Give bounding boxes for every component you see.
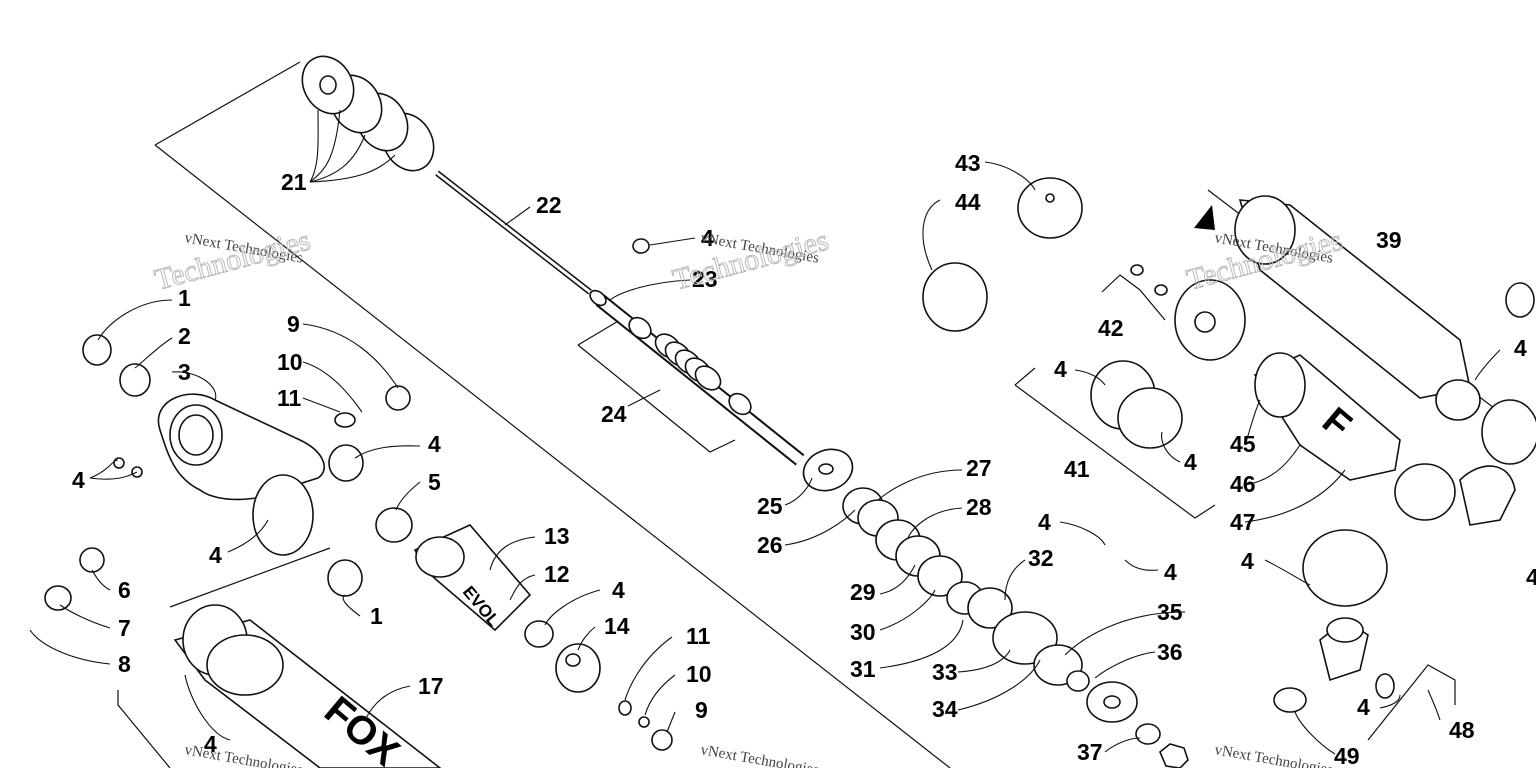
callout-4-l: 4 (1514, 335, 1527, 361)
callout-39: 39 (1376, 227, 1402, 253)
right-reservoir-45-47: F (1253, 352, 1401, 481)
arrow-marker (1194, 205, 1215, 230)
callout-1-bottom: 1 (370, 603, 383, 629)
callout-32: 32 (1028, 545, 1054, 571)
callout-4-h: 4 (1164, 559, 1177, 585)
callout-37: 37 (1077, 739, 1103, 765)
callout-25: 25 (757, 493, 783, 519)
callout-9-left: 9 (287, 311, 300, 337)
callout-26: 26 (757, 532, 783, 558)
callout-36: 36 (1157, 639, 1183, 665)
callout-12: 12 (544, 561, 570, 587)
leader-lines (29, 109, 1501, 755)
washer-stack-21 (301, 55, 435, 172)
callout-8: 8 (118, 651, 131, 677)
callout-31: 31 (850, 656, 876, 682)
callout-4-m: 4 (1357, 694, 1370, 720)
callout-43: 43 (955, 150, 981, 176)
callout-4-d: 4 (612, 577, 625, 603)
callout-24: 24 (601, 401, 627, 427)
callout-5: 5 (428, 469, 441, 495)
callout-10-right: 10 (686, 661, 712, 687)
callout-14: 14 (604, 613, 630, 639)
watermark-5: vNext Technologies (699, 742, 820, 768)
watermark-4: vNext Technologies (183, 742, 304, 768)
callout-4-n: 4 (1526, 564, 1536, 590)
svg-text:vNext Technologies: vNext Technologies (699, 742, 820, 768)
callout-33: 33 (932, 659, 958, 685)
callout-23: 23 (692, 266, 718, 292)
callout-4-g: 4 (1038, 509, 1051, 535)
callout-42: 42 (1098, 315, 1124, 341)
callout-48: 48 (1449, 717, 1475, 743)
callout-22: 22 (536, 192, 562, 218)
callout-10-left: 10 (277, 349, 303, 375)
callout-6: 6 (118, 577, 131, 603)
callout-1-top: 1 (178, 285, 191, 311)
callout-30: 30 (850, 619, 876, 645)
eyelet-body-3 (82, 334, 325, 501)
callout-11-right: 11 (686, 623, 711, 649)
watermark-1: vNext Technologies Technologies (151, 223, 315, 297)
callout-17: 17 (418, 673, 444, 699)
callout-4-a: 4 (72, 467, 85, 493)
callout-9-right: 9 (695, 697, 708, 723)
shim-stack (802, 448, 1013, 629)
callout-4-c: 4 (209, 542, 222, 568)
oring-4-upper (632, 238, 650, 254)
svg-text:vNext Technologies: vNext Technologies (183, 742, 304, 768)
callout-45: 45 (1230, 431, 1256, 457)
shaft-assembly-24 (589, 289, 805, 466)
callout-2: 2 (178, 323, 191, 349)
svg-text:Technologies: Technologies (669, 224, 832, 297)
callout-46: 46 (1230, 471, 1256, 497)
callout-4-f: 4 (204, 731, 217, 757)
callout-11-left: 11 (277, 385, 302, 411)
callout-27: 27 (966, 455, 992, 481)
callout-13: 13 (544, 523, 570, 549)
callout-35: 35 (1157, 599, 1183, 625)
watermark-6: vNext Technologies (1213, 742, 1334, 768)
callout-labels: 1 2 3 9 10 11 4 4 5 4 6 7 8 1 13 12 4 14… (72, 150, 1536, 768)
right-cap-group (922, 177, 1246, 449)
callout-7: 7 (118, 615, 131, 641)
callout-4-j: 4 (1184, 449, 1197, 475)
callout-21: 21 (281, 169, 307, 195)
svg-text:vNext Technologies: vNext Technologies (1213, 742, 1334, 768)
right-body-39 (1194, 195, 1536, 607)
right-lower-48-49 (1273, 617, 1395, 713)
callout-29: 29 (850, 579, 876, 605)
callout-44: 44 (955, 189, 981, 215)
callout-4-e: 4 (701, 225, 714, 251)
callout-49: 49 (1334, 743, 1360, 768)
shaft-22 (435, 170, 592, 295)
left-rings-and-caps: EVOL (44, 385, 673, 751)
callout-3: 3 (178, 359, 191, 385)
callout-4-b: 4 (428, 431, 441, 457)
svg-text:Technologies: Technologies (151, 224, 314, 297)
callout-28: 28 (966, 494, 992, 520)
callout-34: 34 (932, 696, 958, 722)
callout-41: 41 (1064, 456, 1090, 482)
callout-4-i: 4 (1054, 356, 1067, 382)
callout-47: 47 (1230, 509, 1256, 535)
callout-4-k: 4 (1241, 548, 1254, 574)
watermark-2: vNext Technologies Technologies (669, 223, 833, 297)
